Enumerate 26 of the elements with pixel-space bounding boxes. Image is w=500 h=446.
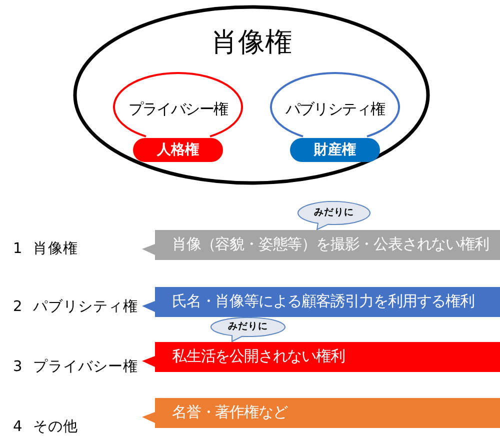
callout-banner — [142, 398, 500, 428]
arc-outline — [270, 72, 400, 138]
category-label: パブリシティ権 — [285, 101, 385, 119]
oval-outline — [73, 5, 430, 185]
callout-banner — [142, 230, 500, 260]
description-text: 氏名・肖像等による顧客誘引力を利用する権利 — [172, 293, 474, 311]
description-text: 名誉・著作権など — [172, 404, 288, 422]
list-heading: 2 パブリシティ権 — [13, 299, 138, 316]
category-label: プライバシー権 — [128, 101, 228, 119]
callout-banner — [142, 287, 500, 317]
diagram-heading: 肖像権 — [211, 27, 292, 59]
annotation-text: みだりに — [228, 322, 268, 332]
list-heading: 3 プライバシー権 — [13, 359, 138, 376]
list-heading: 4 その他 — [13, 419, 78, 436]
speech-bubble — [210, 317, 286, 342]
list-heading: 1 肖像権 — [13, 241, 78, 258]
callout-banner — [142, 342, 500, 372]
pill-label: 財産権 — [314, 142, 356, 158]
description-text: 肖像（容貌・姿態等）を撮影・公表されない権利 — [172, 236, 489, 254]
category-pill — [290, 138, 380, 162]
pill-label: 人格権 — [157, 142, 199, 158]
category-pill — [133, 138, 223, 162]
arc-outline — [113, 72, 243, 138]
annotation-text: みだりに — [314, 208, 354, 218]
description-text: 私生活を公開されない権利 — [172, 348, 345, 366]
speech-bubble — [297, 201, 371, 230]
